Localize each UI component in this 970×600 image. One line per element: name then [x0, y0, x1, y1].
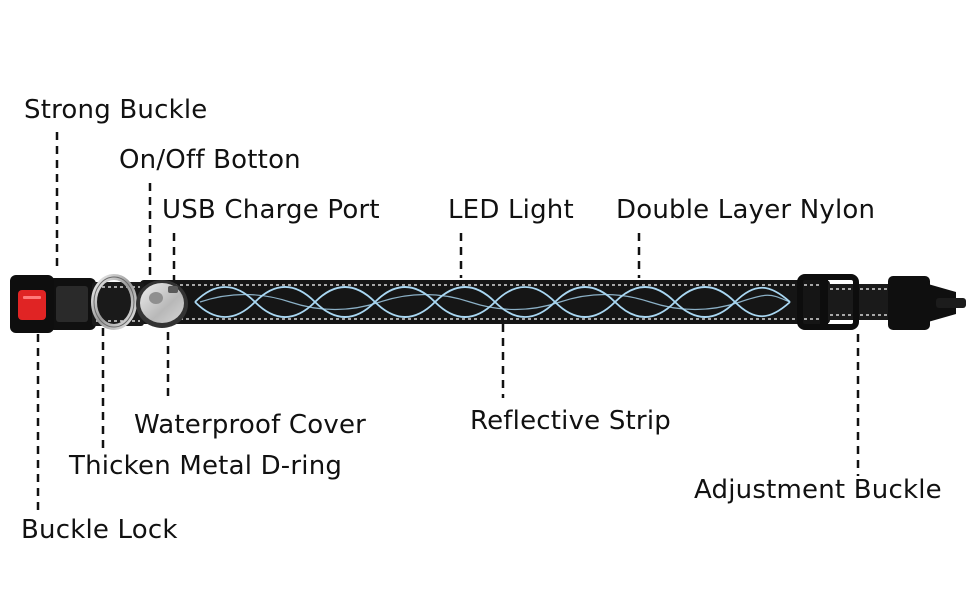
label-adjustment-buckle: Adjustment Buckle: [694, 475, 942, 505]
male-buckle-shape: [888, 276, 966, 330]
leader-lines: [36, 132, 860, 516]
label-waterproof-cover: Waterproof Cover: [134, 410, 367, 440]
label-on-off-button: On/Off Botton: [119, 145, 301, 175]
label-double-layer-nylon: Double Layer Nylon: [616, 195, 876, 225]
label-buckle-lock: Buckle Lock: [21, 515, 178, 545]
label-strong-buckle: Strong Buckle: [24, 95, 208, 125]
label-thicken-metal-d-ring: Thicken Metal D-ring: [69, 451, 343, 481]
label-led-light: LED Light: [448, 195, 574, 225]
collar-strap: [140, 280, 926, 324]
led-module-shape: [136, 280, 188, 328]
buckle-lock-shape: [10, 275, 54, 333]
label-usb-charge-port: USB Charge Port: [162, 195, 380, 225]
adjustment-buckle-shape: [797, 274, 859, 330]
d-ring-shape: [91, 274, 137, 330]
led-light-pattern: [194, 286, 791, 318]
label-reflective-strip: Reflective Strip: [470, 406, 671, 436]
